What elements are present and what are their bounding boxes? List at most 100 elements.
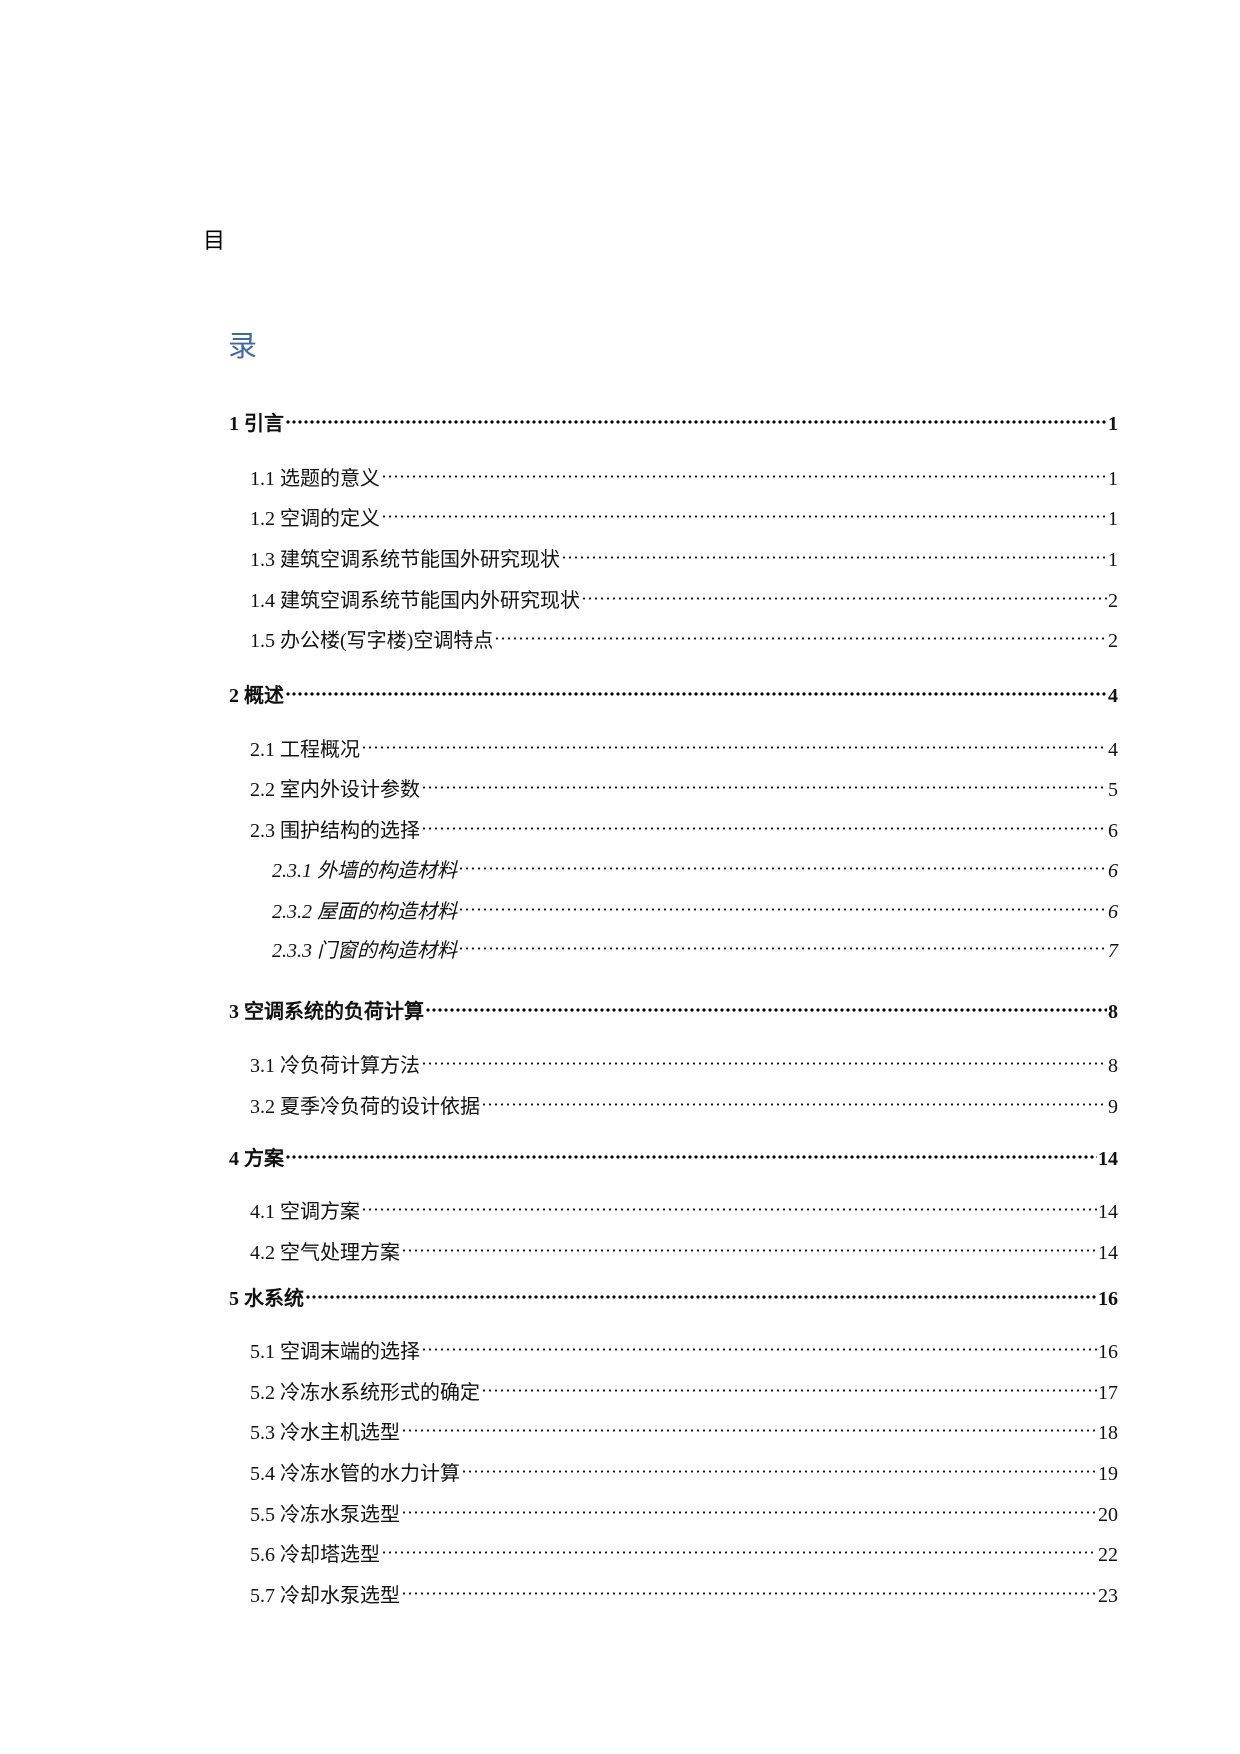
toc-entry-subsection[interactable]: 2.3.1 外墙的构造材料 6	[272, 847, 1118, 882]
toc-dot-leader	[285, 1135, 1097, 1165]
toc-dot-leader	[401, 1491, 1097, 1521]
toc-dot-leader	[401, 1229, 1097, 1259]
toc-entry-page: 9	[1108, 1096, 1118, 1118]
toc-dot-leader	[361, 726, 1107, 756]
toc-entry-page: 6	[1108, 901, 1118, 923]
toc-entry-section[interactable]: 5.5 冷冻水泵选型 20	[250, 1491, 1118, 1526]
toc-entry-page: 19	[1098, 1463, 1118, 1485]
toc-entry-section[interactable]: 4.1 空调方案 14	[250, 1188, 1118, 1223]
toc-entry-label: 5.4 冷冻水管的水力计算	[250, 1463, 460, 1485]
toc-entry-section[interactable]: 1.1 选题的意义 1	[250, 455, 1118, 490]
toc-entry-label: 2.3 围护结构的选择	[250, 820, 420, 842]
toc-dot-leader	[458, 847, 1107, 877]
toc-dot-leader	[425, 988, 1107, 1018]
toc-entry-label: 1.4 建筑空调系统节能国内外研究现状	[250, 590, 580, 612]
toc-entry-label: 5.1 空调末端的选择	[250, 1341, 420, 1363]
toc-dot-leader	[481, 1083, 1107, 1113]
toc-entry-label: 5 水系统	[229, 1288, 304, 1310]
toc-entry-section[interactable]: 5.7 冷却水泵选型 23	[250, 1572, 1118, 1607]
toc-entry-label: 3 空调系统的负荷计算	[229, 1001, 424, 1023]
toc-entry-chapter[interactable]: 1 引言 1	[229, 400, 1118, 435]
toc-entry-label: 2.1 工程概况	[250, 739, 360, 761]
toc-dot-leader	[381, 1531, 1097, 1561]
toc-entry-page: 23	[1098, 1585, 1118, 1607]
toc-dot-leader	[561, 536, 1107, 566]
toc-title-second-char: 录	[228, 331, 258, 363]
toc-dot-leader	[381, 495, 1107, 525]
toc-entry-label: 3.1 冷负荷计算方法	[250, 1055, 420, 1077]
toc-entry-subsection[interactable]: 2.3.2 屋面的构造材料 6	[272, 888, 1118, 923]
toc-entry-page: 22	[1098, 1544, 1118, 1566]
toc-entry-label: 1.1 选题的意义	[250, 468, 380, 490]
toc-entry-chapter[interactable]: 2 概述 4	[229, 672, 1118, 707]
toc-entry-section[interactable]: 1.3 建筑空调系统节能国外研究现状 1	[250, 536, 1118, 571]
toc-entry-page: 16	[1098, 1341, 1118, 1363]
toc-entry-section[interactable]: 3.2 夏季冷负荷的设计依据 9	[250, 1083, 1118, 1118]
toc-entry-page: 1	[1108, 413, 1118, 435]
toc-entry-section[interactable]: 5.6 冷却塔选型 22	[250, 1531, 1118, 1566]
toc-entry-label: 2.3.1 外墙的构造材料	[272, 860, 457, 882]
toc-entry-label: 1.2 空调的定义	[250, 508, 380, 530]
toc-entry-chapter[interactable]: 4 方案 14	[229, 1135, 1118, 1170]
toc-entry-page: 8	[1108, 1055, 1118, 1077]
toc-dot-leader	[421, 766, 1107, 796]
toc-entry-page: 14	[1098, 1201, 1118, 1223]
toc-entry-section[interactable]: 2.2 室内外设计参数 5	[250, 766, 1118, 801]
toc-entry-section[interactable]: 5.4 冷冻水管的水力计算 19	[250, 1450, 1118, 1485]
toc-entry-page: 2	[1108, 590, 1118, 612]
toc-entry-label: 2.3.2 屋面的构造材料	[272, 901, 457, 923]
toc-entry-section[interactable]: 4.2 空气处理方案 14	[250, 1229, 1118, 1264]
toc-entry-section[interactable]: 1.2 空调的定义 1	[250, 495, 1118, 530]
toc-entry-section[interactable]: 1.5 办公楼(写字楼)空调特点 2	[250, 617, 1118, 652]
toc-entry-page: 1	[1108, 468, 1118, 490]
toc-entry-label: 2 概述	[229, 685, 284, 707]
toc-dot-leader	[285, 400, 1107, 430]
toc-entry-section[interactable]: 5.1 空调末端的选择 16	[250, 1328, 1118, 1363]
toc-dot-leader	[461, 1450, 1097, 1480]
toc-entry-chapter[interactable]: 3 空调系统的负荷计算 8	[229, 988, 1118, 1023]
toc-entry-section[interactable]: 5.3 冷水主机选型 18	[250, 1409, 1118, 1444]
toc-entry-chapter[interactable]: 5 水系统 16	[229, 1275, 1118, 1310]
toc-entry-page: 8	[1108, 1001, 1118, 1023]
toc-entry-page: 20	[1098, 1504, 1118, 1526]
toc-dot-leader	[421, 1328, 1097, 1358]
toc-entry-subsection[interactable]: 2.3.3 门窗的构造材料 7	[272, 927, 1118, 962]
toc-entry-page: 1	[1108, 549, 1118, 571]
toc-entry-section[interactable]: 5.2 冷冻水系统形式的确定 17	[250, 1369, 1118, 1404]
toc-dot-leader	[361, 1188, 1097, 1218]
toc-entry-section[interactable]: 2.1 工程概况 4	[250, 726, 1118, 761]
toc-dot-leader	[494, 617, 1107, 647]
toc-entry-page: 1	[1108, 508, 1118, 530]
toc-dot-leader	[401, 1572, 1097, 1602]
toc-entry-label: 5.7 冷却水泵选型	[250, 1585, 400, 1607]
toc-entry-page: 6	[1108, 820, 1118, 842]
toc-entry-page: 18	[1098, 1422, 1118, 1444]
toc-dot-leader	[285, 672, 1107, 702]
toc-entry-label: 1.3 建筑空调系统节能国外研究现状	[250, 549, 560, 571]
toc-entry-label: 5.6 冷却塔选型	[250, 1544, 380, 1566]
toc-entry-label: 1 引言	[229, 413, 284, 435]
toc-entry-page: 16	[1098, 1288, 1118, 1310]
toc-entry-label: 4.2 空气处理方案	[250, 1242, 400, 1264]
toc-entry-section[interactable]: 1.4 建筑空调系统节能国内外研究现状 2	[250, 577, 1118, 612]
toc-dot-leader	[458, 927, 1107, 957]
toc-dot-leader	[421, 807, 1107, 837]
toc-entry-page: 7	[1108, 940, 1118, 962]
toc-entry-label: 5.5 冷冻水泵选型	[250, 1504, 400, 1526]
toc-entry-page: 17	[1098, 1382, 1118, 1404]
toc-entry-label: 4 方案	[229, 1148, 284, 1170]
toc-entry-section[interactable]: 3.1 冷负荷计算方法 8	[250, 1042, 1118, 1077]
toc-entry-page: 14	[1098, 1242, 1118, 1264]
toc-entry-label: 1.5 办公楼(写字楼)空调特点	[250, 630, 494, 652]
toc-entry-section[interactable]: 2.3 围护结构的选择 6	[250, 807, 1118, 842]
toc-entry-page: 2	[1108, 630, 1118, 652]
toc-entry-page: 4	[1108, 739, 1118, 761]
toc-entry-label: 4.1 空调方案	[250, 1201, 360, 1223]
toc-entry-label: 2.3.3 门窗的构造材料	[272, 940, 457, 962]
toc-entry-label: 3.2 夏季冷负荷的设计依据	[250, 1096, 480, 1118]
toc-entry-page: 4	[1108, 685, 1118, 707]
toc-dot-leader	[305, 1275, 1097, 1305]
toc-dot-leader	[581, 577, 1107, 607]
toc-dot-leader	[381, 455, 1107, 485]
toc-title-first-char: 目	[203, 228, 226, 253]
